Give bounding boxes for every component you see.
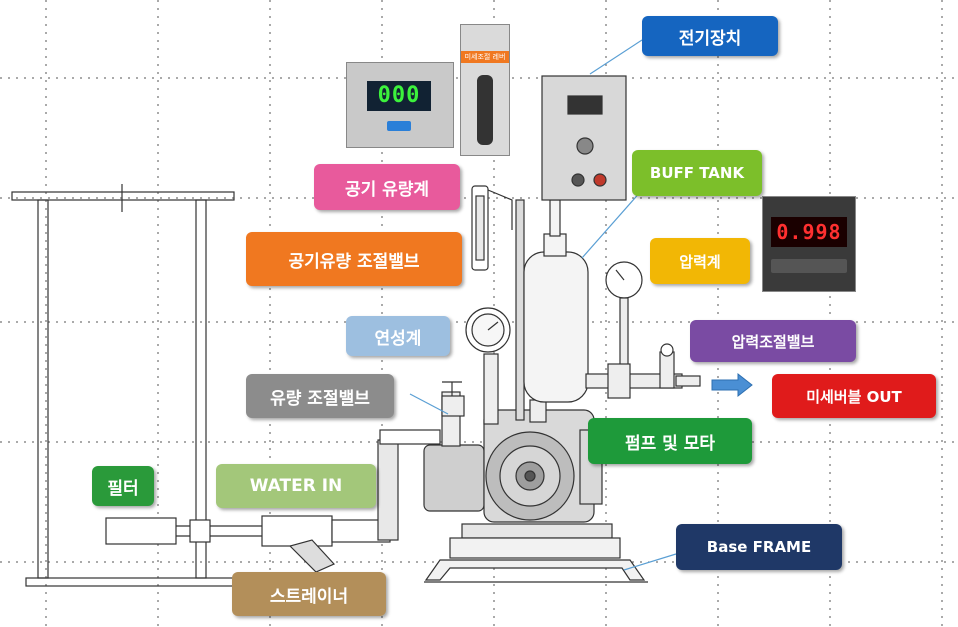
- leader-lines: [409, 39, 677, 571]
- buff-tank: [523, 199, 589, 403]
- electric-cabinet: [541, 75, 627, 201]
- flow-valve-device: [441, 381, 465, 417]
- label-air-flowmeter: 공기 유량계: [314, 164, 460, 210]
- label-compound-gauge: 연성계: [346, 316, 450, 356]
- pressure-display-digits: 0.998: [771, 217, 847, 247]
- outlet-arrow: [711, 372, 753, 398]
- label-pressure-gauge: 압력계: [650, 238, 750, 284]
- pump-motor-assembly: [423, 409, 613, 539]
- valve-photo-caption: 미세조절 레버: [461, 51, 509, 63]
- label-microbubble-out: 미세버블 OUT: [772, 374, 936, 418]
- label-strainer: 스트레이너: [232, 572, 386, 616]
- valve-photo: 미세조절 레버: [460, 24, 510, 156]
- support-frame: [11, 184, 251, 587]
- pressure-gauge-device: [605, 261, 643, 371]
- flow-display-button: [387, 121, 411, 131]
- valve-photo-body: [477, 75, 493, 145]
- label-electric: 전기장치: [642, 16, 778, 56]
- air-flowmeter-device: [471, 185, 513, 271]
- inlet-piping: [105, 429, 441, 573]
- label-filter: 필터: [92, 466, 154, 506]
- label-pump-motor: 펌프 및 모타: [588, 418, 752, 464]
- compound-gauge-device: [465, 307, 511, 353]
- pressure-display-photo: 0.998: [762, 196, 856, 292]
- label-buff-tank: BUFF TANK: [632, 150, 762, 196]
- flow-display-photo: 000: [346, 62, 454, 148]
- label-pressure-valve: 압력조절밸브: [690, 320, 856, 362]
- label-water-in: WATER IN: [216, 464, 376, 508]
- base-frame-structure: [424, 537, 648, 583]
- vertical-piping: [441, 199, 547, 447]
- outlet-piping: [585, 343, 701, 399]
- flow-display-digits: 000: [367, 81, 431, 111]
- pressure-display-buttons: [771, 259, 847, 273]
- label-flow-valve: 유량 조절밸브: [246, 374, 394, 418]
- label-base-frame: Base FRAME: [676, 524, 842, 570]
- label-air-flow-valve: 공기유량 조절밸브: [246, 232, 462, 286]
